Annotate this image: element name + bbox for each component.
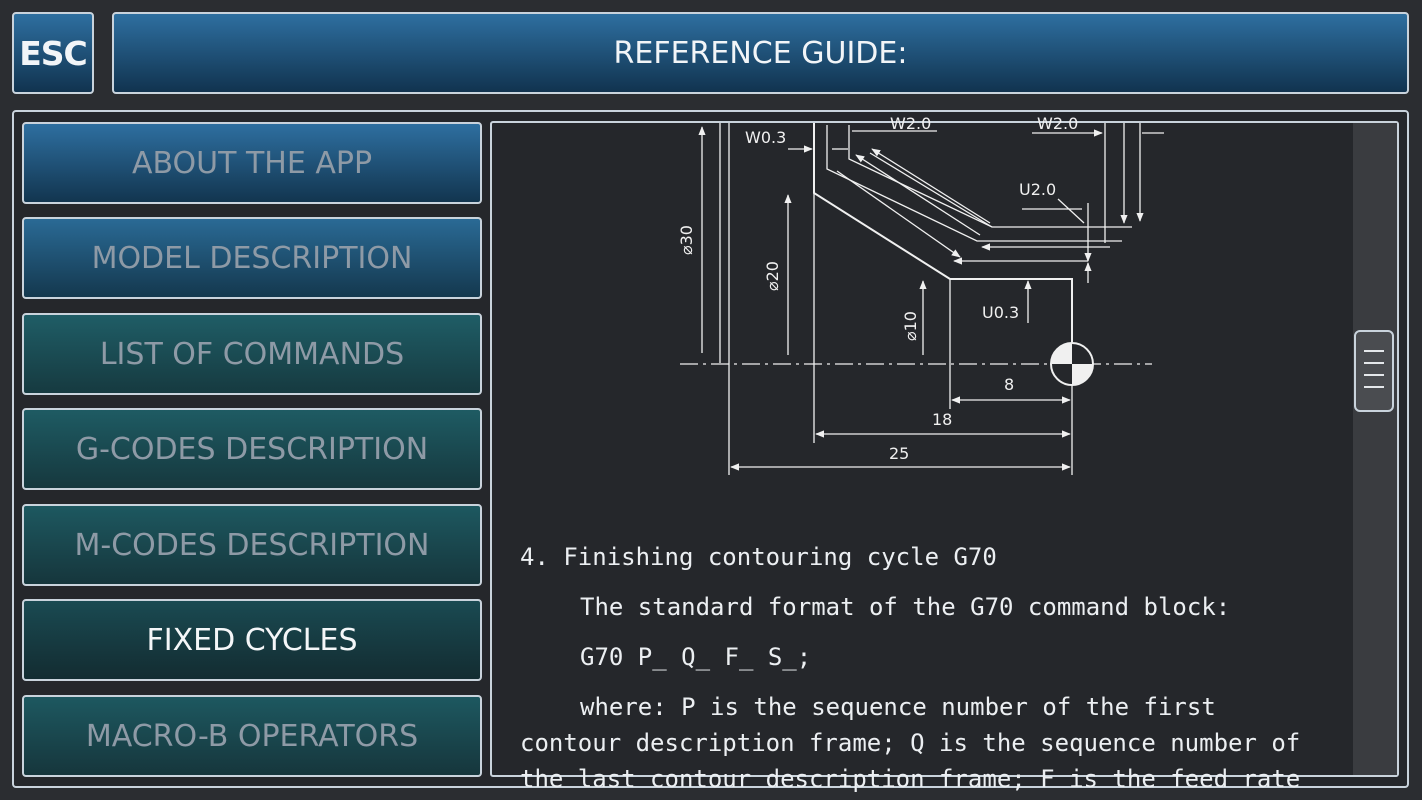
- menu-item-fixed-cycles[interactable]: FIXED CYCLES: [22, 599, 482, 681]
- dim-label-25: 25: [889, 444, 909, 463]
- dim-label-w2-left: W2.0: [890, 114, 931, 133]
- paragraph-line: where: P is the sequence number of the f…: [580, 693, 1216, 721]
- code-example: G70 P_ Q_ F_ S_;: [580, 643, 812, 671]
- dim-label-d30: ⌀30: [677, 225, 696, 255]
- dim-label-w03: W0.3: [745, 128, 786, 147]
- dim-label-u2: U2.0: [1019, 180, 1056, 199]
- menu-item-g-codes-description[interactable]: G-CODES DESCRIPTION: [22, 408, 482, 490]
- page-title: REFERENCE GUIDE:: [112, 12, 1409, 94]
- grip-line-icon: [1364, 374, 1384, 376]
- menu-item-model-description[interactable]: MODEL DESCRIPTION: [22, 217, 482, 299]
- g70-cycle-diagram: W0.3 W2.0 W2.0 U2.0 U0.3 8 18 25 ⌀30 ⌀20…: [677, 114, 1164, 475]
- dim-label-8: 8: [1004, 375, 1014, 394]
- dim-label-18: 18: [932, 410, 952, 429]
- menu-item-macro-b-operators[interactable]: MACRO-B OPERATORS: [22, 695, 482, 777]
- scrollbar-track[interactable]: [1353, 123, 1397, 775]
- scrollbar-thumb[interactable]: [1354, 330, 1394, 412]
- section-heading: 4. Finishing contouring cycle G70: [520, 543, 997, 571]
- paragraph-line: the last contour description frame; F is…: [520, 765, 1301, 793]
- dim-label-d20: ⌀20: [763, 261, 782, 291]
- grip-line-icon: [1364, 386, 1384, 388]
- paragraph-line: The standard format of the G70 command b…: [580, 593, 1231, 621]
- dim-label-d10: ⌀10: [901, 311, 920, 341]
- grip-line-icon: [1364, 350, 1384, 352]
- menu-item-about-app[interactable]: ABOUT THE APP: [22, 122, 482, 204]
- dim-label-u03: U0.3: [982, 303, 1019, 322]
- content-panel: W0.3 W2.0 W2.0 U2.0 U0.3 8 18 25 ⌀30 ⌀20…: [490, 114, 1399, 793]
- menu-item-list-of-commands[interactable]: LIST OF COMMANDS: [22, 313, 482, 395]
- paragraph-line: contour description frame; Q is the sequ…: [520, 729, 1301, 757]
- dim-label-w2-right: W2.0: [1037, 114, 1078, 133]
- grip-line-icon: [1364, 362, 1384, 364]
- esc-button[interactable]: ESC: [12, 12, 94, 94]
- menu-item-m-codes-description[interactable]: M-CODES DESCRIPTION: [22, 504, 482, 586]
